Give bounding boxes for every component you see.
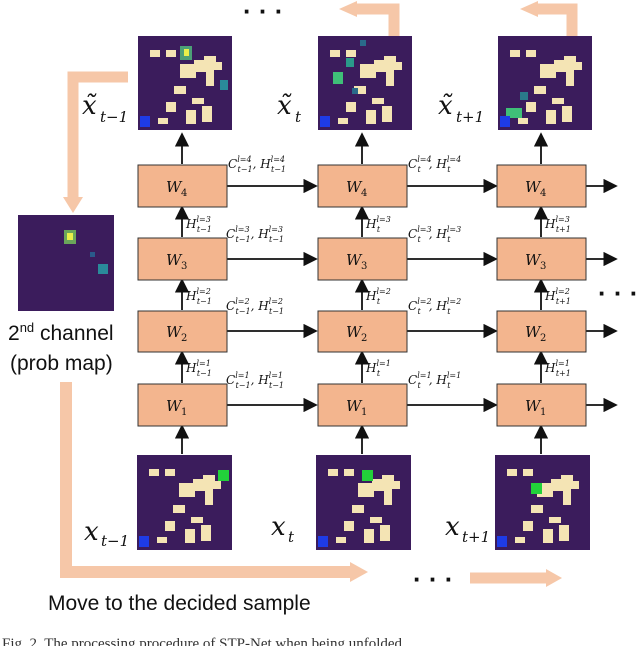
w4-label-2: W [346,178,363,196]
svg-text:x: x [445,512,460,542]
input-map-next [495,455,590,550]
svg-text:Cl=2t−1, Hl=2t−1: Cl=2t−1, Hl=2t−1 [226,297,284,316]
w1-label-1: W [166,397,183,415]
svg-text:2: 2 [181,333,187,344]
svg-text:Cl=2t, Hl=2t: Cl=2t, Hl=2t [408,297,461,316]
w3-label-1: W [166,251,183,269]
svg-text:t+1: t+1 [462,528,490,546]
svg-text:Hl=1t+1: Hl=1t+1 [544,359,571,378]
svg-text:Cl=1t, Hl=1t: Cl=1t, Hl=1t [408,371,461,390]
svg-text:Cl=3t, Hl=3t: Cl=3t, Hl=3t [408,225,461,244]
svg-text:t+1: t+1 [456,108,484,126]
svg-text:Hl=2t: Hl=2t [365,287,391,306]
svg-text:Cl=4t, Hl=4t: Cl=4t, Hl=4t [408,155,461,174]
svg-text:Hl=3t+1: Hl=3t+1 [544,215,571,234]
input-label-prev: x t−1 [84,517,129,550]
w4-label-1: W [166,178,183,196]
output-label-next: x̃ t+1 [438,91,484,126]
svg-text:x̃: x̃ [277,91,292,121]
svg-text:Hl=2t+1: Hl=2t+1 [544,287,571,306]
svg-text:t−1: t−1 [101,532,129,550]
svg-text:Hl=1t−1: Hl=1t−1 [185,359,212,378]
w2-label-2: W [346,323,363,341]
weight-grid [137,164,587,427]
prob-map [18,215,114,311]
top-feedback-arrow-2 [536,3,578,38]
w4-label-3: W [525,178,542,196]
svg-text:t−1: t−1 [100,108,128,126]
svg-text:Hl=2t−1: Hl=2t−1 [185,287,212,306]
output-map-cur [318,36,412,130]
w3-label-3: W [525,251,542,269]
svg-text:Hl=3t−1: Hl=3t−1 [185,215,212,234]
svg-text:x: x [84,517,99,547]
svg-text:3: 3 [361,261,367,272]
move-sample-label: Move to the decided sample [48,592,311,615]
move-sample-arrow [60,382,352,578]
output-map-prev [138,36,232,130]
feedback-arrows [60,1,578,587]
top-feedback-arrow-1 [355,3,400,38]
svg-text:1: 1 [540,407,546,418]
input-map-cur [316,455,411,550]
svg-text:Cl=1t−1, Hl=1t−1: Cl=1t−1, Hl=1t−1 [226,371,284,390]
output-map-next [498,36,592,130]
svg-text:1: 1 [361,407,367,418]
output-label-cur: x̃ t [277,91,302,126]
w2-label-1: W [166,323,183,341]
w2-label-3: W [525,323,542,341]
svg-text:x̃: x̃ [438,91,453,121]
input-label-next: x t+1 [445,512,490,546]
svg-text:Cl=4t−1, Hl=4t−1: Cl=4t−1, Hl=4t−1 [228,155,286,174]
svg-text:x̃: x̃ [82,91,97,121]
second-channel-label: 2nd channel [8,320,114,345]
right-dots: · · · [598,278,638,308]
svg-text:3: 3 [540,261,546,272]
svg-text:4: 4 [181,188,187,199]
input-map-prev [137,455,232,550]
figure-caption: Fig. 2. The processing procedure of STP-… [2,636,403,646]
svg-text:2: 2 [540,333,546,344]
svg-text:Hl=1t: Hl=1t [365,359,391,378]
output-label-prev: x̃ t−1 [82,91,128,126]
w1-label-2: W [346,397,363,415]
top-dots: · · · [243,0,283,26]
prob-map-label: (prob map) [10,352,113,375]
input-label-cur: x t [271,512,295,546]
svg-text:4: 4 [540,188,546,199]
w3-label-2: W [346,251,363,269]
svg-text:t: t [295,108,302,126]
svg-text:3: 3 [181,261,187,272]
svg-text:Hl=3t: Hl=3t [365,215,391,234]
svg-text:t: t [288,528,295,546]
w1-label-3: W [525,397,542,415]
svg-text:Cl=3t−1, Hl=3t−1: Cl=3t−1, Hl=3t−1 [226,225,284,244]
bottom-dots: · · · [413,564,453,594]
svg-text:1: 1 [181,407,187,418]
prob-map-arrow [67,71,128,200]
svg-text:x: x [271,512,286,542]
svg-text:2: 2 [361,333,367,344]
svg-text:4: 4 [361,188,367,199]
